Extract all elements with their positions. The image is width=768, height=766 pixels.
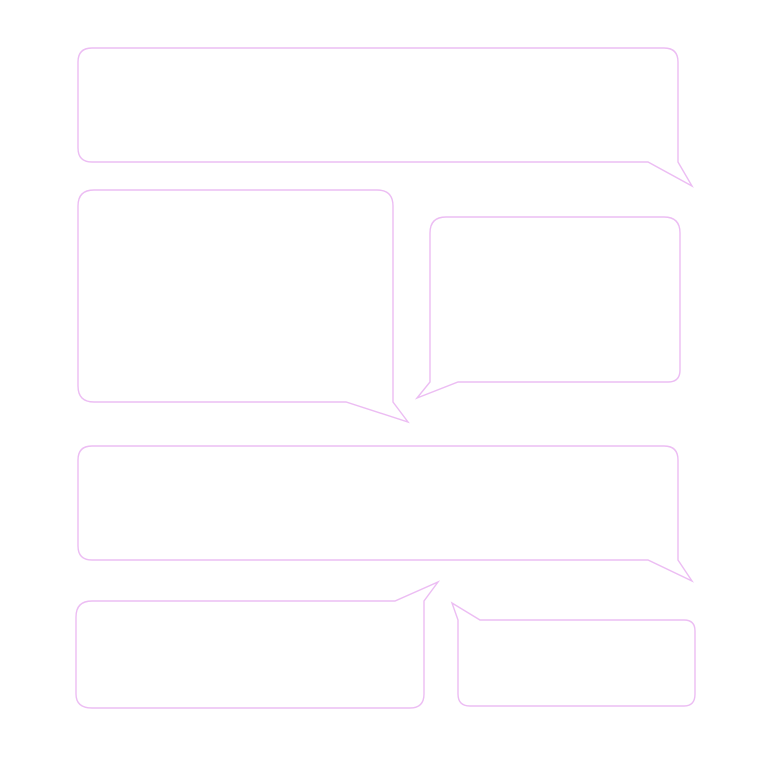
speech-bubble-2: [77, 189, 410, 424]
speech-bubble-3: [414, 216, 681, 400]
speech-bubble-1: [77, 47, 694, 188]
speech-bubble-4: [77, 445, 694, 583]
speech-bubble-6: [450, 601, 696, 707]
speech-bubble-5: [75, 580, 441, 709]
